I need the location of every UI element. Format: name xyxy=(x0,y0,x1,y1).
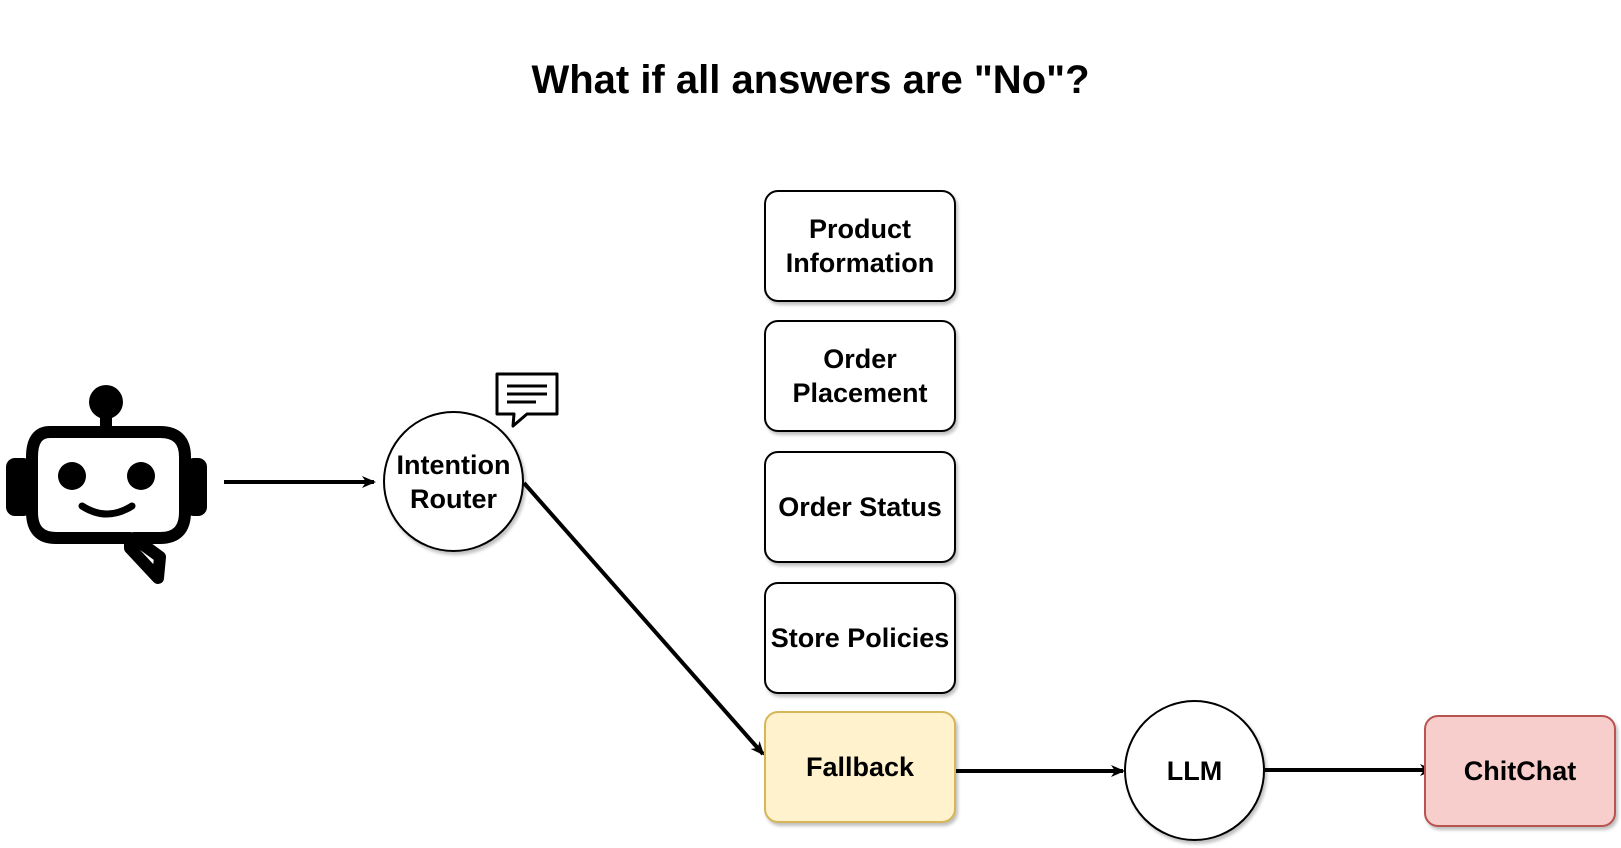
order-status-label: Order Status xyxy=(778,492,942,522)
store-policies-label: Store Policies xyxy=(770,623,950,653)
llm-label: LLM xyxy=(1166,755,1223,786)
product-information-node: Product Information xyxy=(764,190,956,302)
robot-headset-icon xyxy=(6,385,207,584)
order-status-node: Order Status xyxy=(764,451,956,563)
fallback-node: Fallback xyxy=(764,711,956,823)
intention-router-label: Intention Router xyxy=(396,449,511,514)
chat-bubble-icon xyxy=(495,372,559,428)
fallback-label: Fallback xyxy=(805,752,915,782)
chitchat-label: ChitChat xyxy=(1463,756,1577,786)
intention-router-node: Intention Router xyxy=(383,411,524,552)
diagram-title: What if all answers are "No"? xyxy=(531,58,1090,102)
order-placement-node: Order Placement xyxy=(764,320,956,432)
store-policies-node: Store Policies xyxy=(764,582,956,694)
product-information-label: Product Information xyxy=(785,214,935,278)
arrow-router-to-fallback xyxy=(522,481,765,756)
chitchat-node: ChitChat xyxy=(1424,715,1616,827)
llm-node: LLM xyxy=(1124,700,1265,841)
order-placement-label: Order Placement xyxy=(792,344,928,408)
